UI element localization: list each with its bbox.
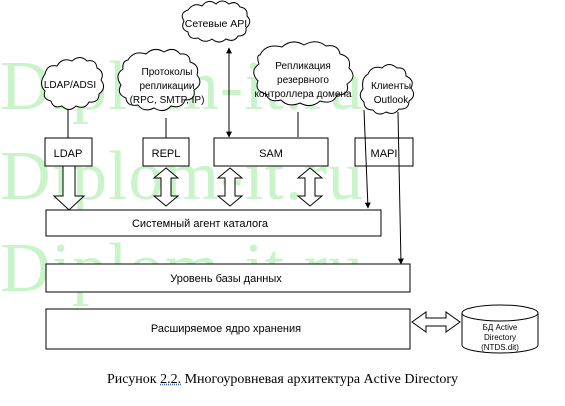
- figure-caption: Рисунок 2.2. Многоуровневая архитектура …: [0, 372, 565, 388]
- cloud-dc-line-3: контроллера домена: [254, 89, 352, 100]
- sam-label: SAM: [259, 148, 283, 160]
- dsa-layer: Системный агент каталога: [45, 209, 382, 237]
- cloud-protocols-line-2: репликации: [139, 81, 194, 92]
- sam-box: SAM: [213, 137, 329, 167]
- storage-label: Расширяемое ядро хранения: [151, 323, 301, 335]
- cloud-outlook-line-1: Клиенты: [371, 81, 411, 92]
- sam-double-arrow-right: [296, 167, 324, 207]
- cloud-dc-replication: Репликация резервного контроллера домена: [253, 41, 354, 107]
- cloud-replication-protocols: Протоколы репликации (RPC, SMTP, IP): [117, 48, 205, 112]
- connector-outlook-mapi: [363, 109, 371, 209]
- db-name-line-3: (NTDS.dit): [481, 343, 519, 352]
- repl-box: REPL: [142, 137, 190, 167]
- storage-db-double-arrow: [411, 311, 461, 333]
- caption-number: 2.2.: [160, 372, 182, 387]
- mapi-label: MAPI: [371, 148, 398, 160]
- ldap-label: LDAP: [54, 148, 83, 160]
- cloud-network-api-label: Сетевые API: [185, 18, 247, 30]
- connector-outlook-db: [397, 111, 404, 265]
- ldap-box: LDAP: [44, 137, 93, 167]
- mapi-box: MAPI: [354, 137, 414, 167]
- dsa-label: Системный агент каталога: [132, 218, 269, 230]
- cloud-network-api: Сетевые API: [181, 0, 251, 43]
- db-label: Уровень базы данных: [170, 273, 282, 285]
- caption-title: Многоуровневая архитектура Active Direct…: [184, 372, 459, 387]
- caption-prefix: Рисунок: [106, 372, 161, 387]
- cloud-ldap-adsi-label: LDAP/ADSI: [44, 80, 96, 91]
- database-cylinder: БД Active Directory (NTDS.dit): [461, 304, 539, 354]
- ldap-block-arrow: [52, 165, 86, 211]
- repl-label: REPL: [152, 148, 181, 160]
- db-name-line-1: БД Active: [483, 323, 518, 332]
- storage-layer: Расширяемое ядро хранения: [45, 308, 411, 350]
- cloud-protocols-line-1: Протоколы: [142, 67, 193, 78]
- cloud-protocols-line-3: (RPC, SMTP, IP): [130, 95, 205, 106]
- sam-double-arrow-left: [216, 167, 244, 207]
- cloud-outlook-clients: Клиенты Outlook: [359, 64, 415, 115]
- repl-double-arrow: [152, 167, 180, 207]
- db-layer: Уровень базы данных: [45, 263, 411, 293]
- db-name-line-2: Directory: [484, 333, 516, 342]
- cloud-ldap-adsi: LDAP/ADSI: [41, 57, 105, 110]
- cloud-outlook-line-2: Outlook: [374, 95, 409, 106]
- cloud-dc-line-1: Репликация: [275, 61, 331, 72]
- cloud-dc-line-2: резервного: [277, 75, 329, 86]
